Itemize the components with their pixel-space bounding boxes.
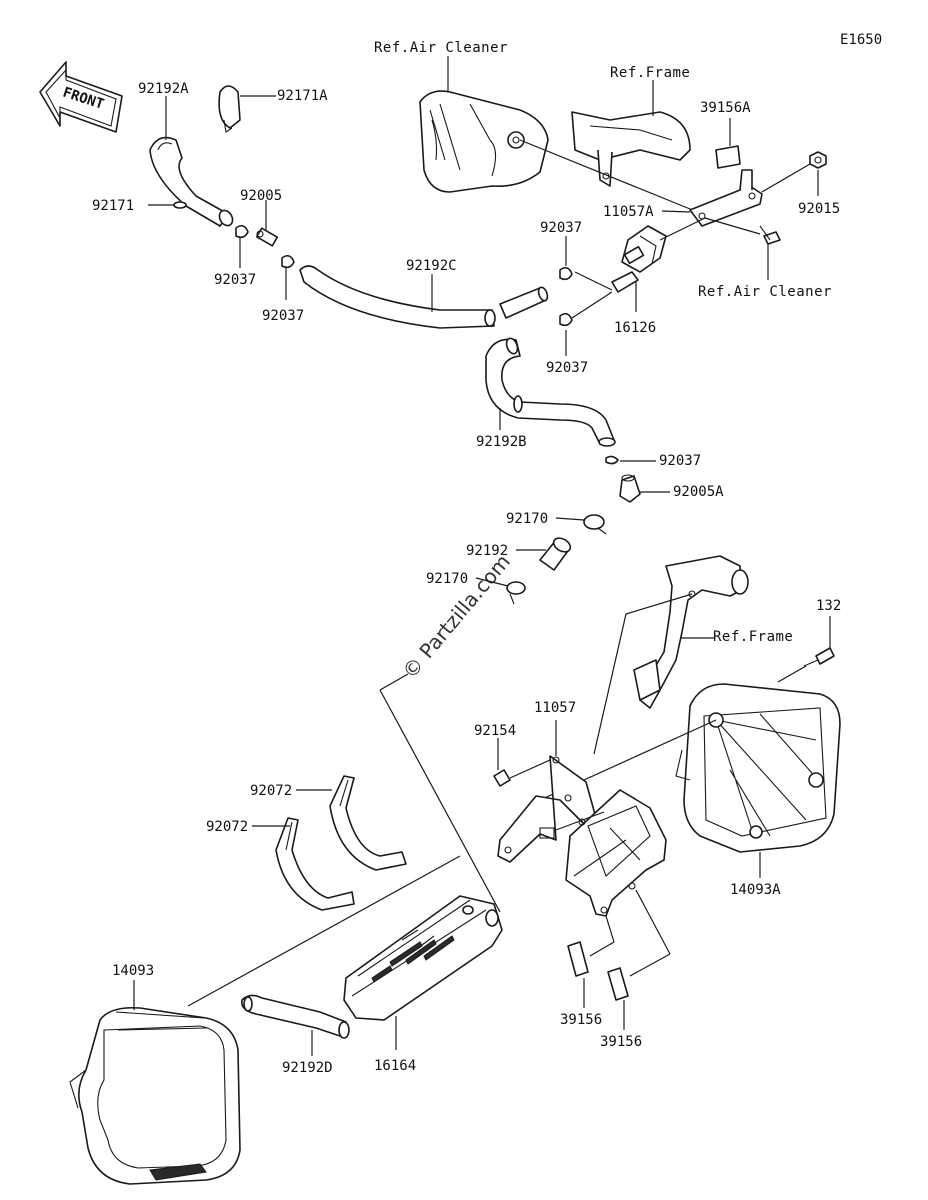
spacer-39156-b	[607, 967, 629, 1001]
label-39156-a: 39156	[560, 1012, 602, 1028]
label-92192b: 92192B	[476, 434, 527, 450]
strap-92072-lower	[275, 817, 355, 911]
front-arrow-icon: FRONT	[39, 61, 123, 133]
clamp-92037-e	[605, 455, 619, 465]
bracket-11057	[497, 755, 597, 863]
clamp-92170-b	[506, 581, 526, 605]
ref-air-cleaner-top: Ref.Air Cleaner	[374, 40, 508, 56]
clip-92171	[173, 201, 187, 209]
fitting-92005	[255, 227, 279, 247]
label-92192c: 92192C	[406, 258, 457, 274]
label-92005: 92005	[240, 188, 282, 204]
label-92015: 92015	[798, 201, 840, 217]
elbow-92005a	[619, 474, 641, 503]
air-cleaner-reference-housing	[419, 90, 549, 193]
nut-92015	[809, 151, 827, 169]
rubber-pad-39156a	[715, 145, 741, 169]
label-16164: 16164	[374, 1058, 416, 1074]
label-92037-c: 92037	[540, 220, 582, 236]
label-132: 132	[816, 598, 841, 614]
clamp-92037-c	[559, 266, 573, 281]
canister-bracket-assembly	[539, 789, 667, 917]
label-14093: 14093	[112, 963, 154, 979]
label-92072-b: 92072	[206, 819, 248, 835]
hose-92192d	[240, 994, 350, 1039]
label-92154: 92154	[474, 723, 516, 739]
side-cover-14093	[69, 1006, 241, 1185]
valve-16126	[611, 225, 667, 293]
label-14093a: 14093A	[730, 882, 781, 898]
label-92005a: 92005A	[673, 484, 724, 500]
bracket-11057a	[689, 169, 763, 227]
hose-92192c	[299, 265, 549, 329]
strap-92072-upper	[329, 775, 407, 871]
label-92037-a: 92037	[214, 272, 256, 288]
label-92072-a: 92072	[250, 783, 292, 799]
label-92171a: 92171A	[277, 88, 328, 104]
hose-92192	[539, 537, 572, 571]
side-cover-14093a	[675, 683, 841, 853]
clamp-92037-a	[235, 224, 249, 239]
hose-92192a	[149, 136, 234, 227]
label-11057: 11057	[534, 700, 576, 716]
label-39156-b: 39156	[600, 1034, 642, 1050]
clamp-92037-d	[559, 312, 573, 327]
label-92037-b: 92037	[262, 308, 304, 324]
label-92170-a: 92170	[506, 511, 548, 527]
frame-reference-top	[571, 111, 691, 187]
ref-frame-top: Ref.Frame	[610, 65, 690, 81]
label-39156a: 39156A	[700, 100, 751, 116]
label-92170-b: 92170	[426, 571, 468, 587]
ref-frame-mid: Ref.Frame	[713, 629, 793, 645]
label-92192d: 92192D	[282, 1060, 333, 1076]
clamp-92170-a	[583, 514, 607, 535]
bolt-132	[803, 647, 835, 667]
label-92171: 92171	[92, 198, 134, 214]
label-92037-d: 92037	[546, 360, 588, 376]
clamp-92171a	[218, 85, 241, 133]
label-16126: 16126	[614, 320, 656, 336]
hose-92192b	[485, 337, 616, 447]
canister-16164	[343, 895, 503, 1021]
frame-reference-mid	[633, 555, 749, 709]
bolt-air-cleaner	[759, 225, 781, 245]
watermark: © Partzilla.com	[397, 550, 515, 684]
label-92192: 92192	[466, 543, 508, 559]
label-11057a: 11057A	[603, 204, 654, 220]
spacer-39156-a	[567, 941, 589, 977]
clamp-92037-b	[281, 254, 295, 269]
diagram-code: E1650	[840, 32, 882, 48]
ref-air-cleaner-right: Ref.Air Cleaner	[698, 284, 832, 300]
label-92192a: 92192A	[138, 81, 189, 97]
label-92037-e: 92037	[659, 453, 701, 469]
bolt-92154	[493, 769, 511, 787]
